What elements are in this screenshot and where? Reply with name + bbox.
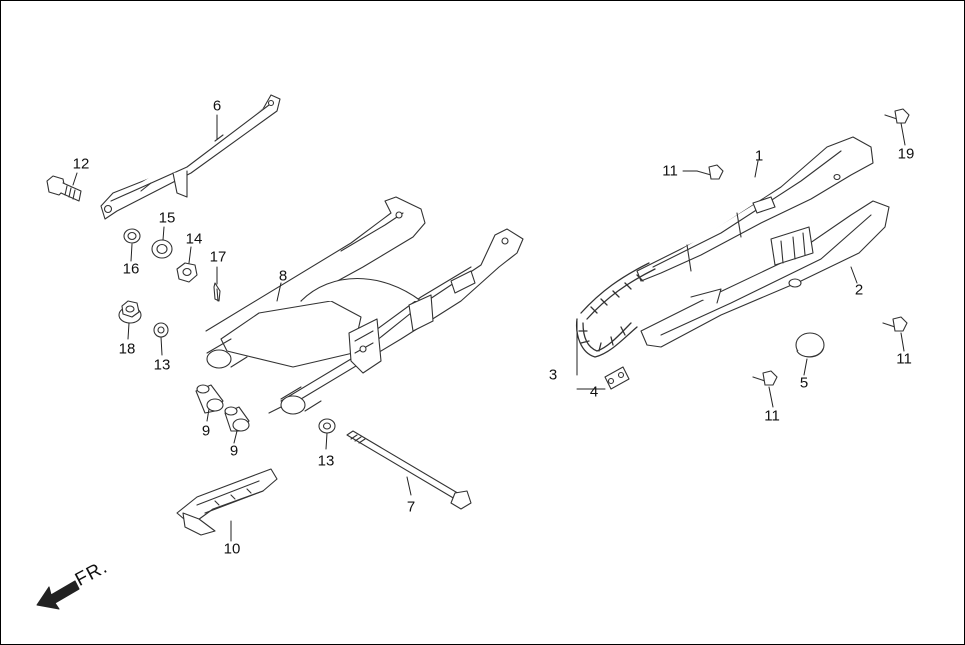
bushings-drawing <box>195 384 250 432</box>
part-label-15: 15 <box>158 209 176 227</box>
part-label-11b: 11 <box>896 350 912 368</box>
upper-chain-case-drawing <box>636 136 874 282</box>
front-direction-arrow <box>36 580 80 610</box>
part-label-19: 19 <box>897 145 915 163</box>
part-label-11c: 11 <box>764 407 780 425</box>
part-label-13b: 13 <box>317 452 335 470</box>
leader-lines <box>72 114 906 542</box>
part-label-17: 17 <box>209 248 227 266</box>
part-label-5: 5 <box>799 374 809 392</box>
part-label-13a: 13 <box>153 356 171 374</box>
part-label-1: 1 <box>754 147 764 165</box>
lower-chain-case-drawing <box>640 200 890 348</box>
part-label-3: 3 <box>548 366 558 384</box>
chain-guide-bracket-drawing <box>100 94 281 220</box>
flange-bolts-drawing <box>696 108 910 386</box>
part-label-14: 14 <box>185 230 203 248</box>
part-label-9b: 9 <box>229 442 239 460</box>
part-label-4: 4 <box>589 383 599 401</box>
part-label-2: 2 <box>854 281 864 299</box>
part-label-11a: 11 <box>662 162 678 180</box>
swingarm-drawing <box>205 196 524 415</box>
bolt-12-drawing <box>46 175 82 202</box>
part-label-8: 8 <box>278 267 288 285</box>
axle-shaft-drawing <box>346 430 472 510</box>
part-label-7: 7 <box>406 498 416 516</box>
part-label-12: 12 <box>72 155 90 173</box>
part-label-10: 10 <box>223 540 241 558</box>
cap-drawing <box>795 332 825 358</box>
part-label-9a: 9 <box>201 422 211 440</box>
small-hardware-drawing <box>118 228 336 434</box>
master-link-drawing <box>604 366 630 390</box>
part-label-18: 18 <box>118 340 136 358</box>
chain-slider-drawing <box>176 468 278 536</box>
part-label-16: 16 <box>122 260 140 278</box>
part-label-6: 6 <box>212 97 222 115</box>
